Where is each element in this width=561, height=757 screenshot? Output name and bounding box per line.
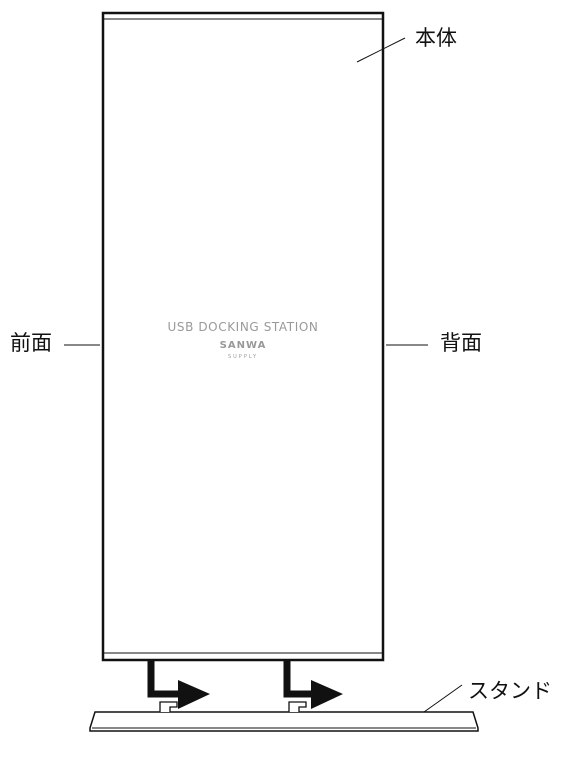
label-stand: スタンド	[468, 679, 552, 703]
label-back: 背面	[440, 331, 482, 355]
device-body	[101, 11, 385, 662]
leader-line-stand	[423, 684, 463, 713]
brand-logo: SANWA	[219, 340, 267, 351]
device-title-text: USB DOCKING STATION	[167, 320, 319, 334]
arrow-left	[147, 660, 210, 709]
stand-tab-right	[288, 701, 307, 712]
stand	[89, 701, 479, 732]
arrow-right	[283, 660, 343, 709]
leader-line-body	[356, 37, 406, 63]
label-body: 本体	[415, 26, 457, 50]
brand-logo-sub: SUPPLY	[227, 354, 259, 360]
label-front: 前面	[10, 331, 52, 355]
stand-tab-left	[159, 701, 178, 712]
